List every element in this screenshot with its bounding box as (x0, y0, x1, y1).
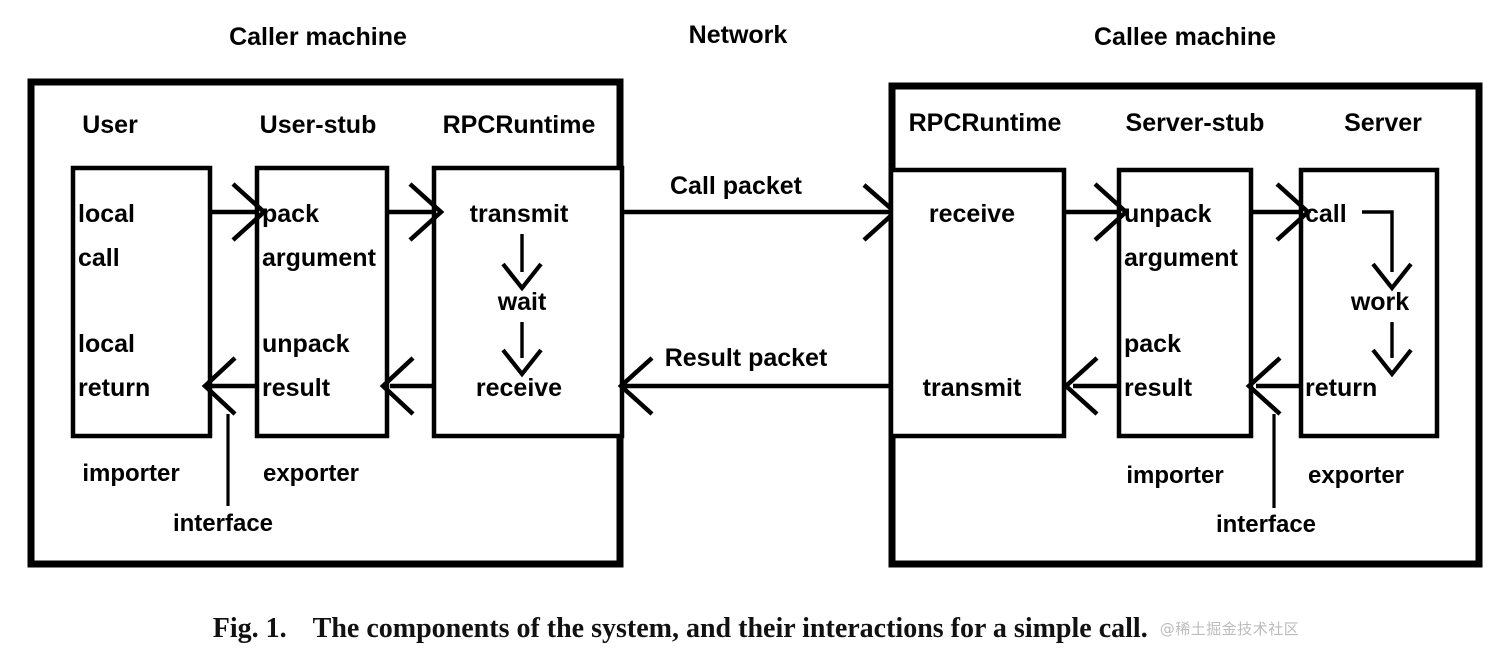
caller-rt-receive: receive (476, 374, 562, 402)
arrow-callee-runtime-to-stub (1064, 182, 1130, 242)
callee-rt-transmit: transmit (923, 374, 1022, 402)
callee-server-work: work (1350, 288, 1409, 316)
caller-stub-pack-line2: argument (262, 244, 377, 272)
arrow-user-to-stub (210, 182, 268, 242)
callee-rt-receive: receive (929, 200, 1015, 228)
callee-server-return: return (1305, 374, 1377, 402)
caller-rt-transmit: transmit (470, 200, 569, 228)
callee-stub-unpack-line1: unpack (1124, 200, 1212, 228)
arrow-runtime-to-stub (379, 356, 434, 416)
caller-user-local-return-line2: return (78, 374, 150, 402)
caller-user-box (70, 165, 213, 439)
caller-rt-wait: wait (497, 288, 547, 316)
caller-rt-flow-transmit-wait (501, 234, 543, 292)
callee-role-exporter: exporter (1308, 462, 1404, 489)
callee-server-stub-box (1116, 167, 1254, 439)
network-label-call-packet: Call packet (670, 172, 803, 200)
callee-server-box (1298, 167, 1440, 439)
callee-column-label-rpcruntime: RPCRuntime (909, 109, 1062, 137)
callee-stub-pack-line2: result (1124, 374, 1193, 402)
caller-user-local-call-line2: call (78, 244, 120, 272)
caption-figure-number: Fig. 1. (212, 612, 287, 644)
caller-column-label-user: User (82, 111, 138, 139)
callee-column-label-server-stub: Server-stub (1126, 109, 1265, 137)
machine-label-network: Network (689, 21, 788, 49)
callee-server-flow-work-return (1371, 322, 1413, 378)
caller-stub-unpack-line2: result (262, 374, 331, 402)
arrow-result-packet (617, 356, 890, 416)
caller-role-interface: interface (173, 510, 273, 537)
arrow-stub-to-runtime (387, 182, 445, 242)
callee-column-label-server: Server (1344, 109, 1422, 137)
arrow-server-to-stub (1245, 356, 1301, 416)
network-label-result-packet: Result packet (665, 344, 828, 372)
callee-stub-unpack-line2: argument (1124, 244, 1239, 272)
caller-user-stub-box (254, 165, 390, 439)
caller-role-importer: importer (82, 460, 179, 487)
caption-body: The components of the system, and their … (312, 612, 1148, 644)
callee-role-importer: importer (1126, 462, 1223, 489)
arrow-stub-to-callee-runtime (1062, 356, 1119, 416)
callee-rpcruntime-box (888, 167, 1067, 439)
arrow-stub-to-user (201, 356, 257, 416)
caller-rpcruntime-box (431, 165, 625, 439)
caller-user-local-call-line1: local (78, 200, 135, 228)
caller-role-exporter: exporter (263, 460, 359, 487)
arrow-stub-to-server (1251, 182, 1312, 242)
callee-server-flow-call-work (1362, 210, 1413, 292)
caller-rt-flow-wait-receive (501, 322, 543, 378)
caller-stub-unpack-line1: unpack (262, 330, 350, 358)
callee-stub-pack-line1: pack (1124, 330, 1181, 358)
caller-column-label-rpcruntime: RPCRuntime (443, 111, 596, 139)
caller-stub-pack-line1: pack (262, 200, 319, 228)
callee-role-interface: interface (1216, 511, 1316, 538)
caller-user-local-return-line1: local (78, 330, 135, 358)
machine-label-caller: Caller machine (229, 23, 407, 51)
machine-label-callee: Callee machine (1094, 23, 1276, 51)
figure-caption: Fig. 1. The components of the system, an… (0, 600, 1512, 657)
watermark-label: @稀土掘金技术社区 (1159, 620, 1300, 638)
callee-server-call: call (1305, 200, 1347, 228)
caller-column-label-user-stub: User-stub (260, 111, 377, 139)
